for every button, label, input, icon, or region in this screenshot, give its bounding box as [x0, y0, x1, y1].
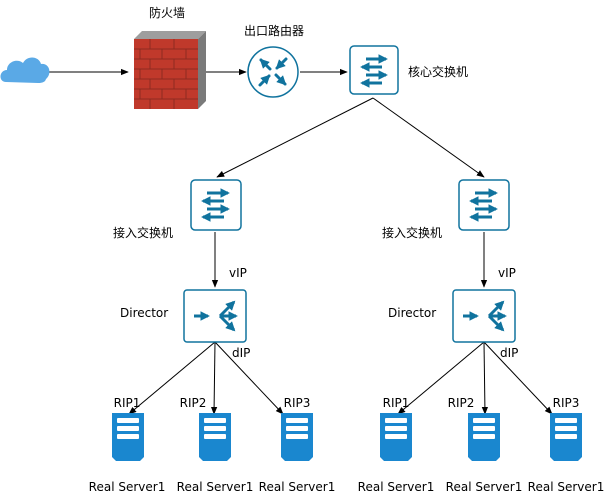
rip-label: RIP2 — [447, 396, 475, 410]
firewall-label: 防火墙 — [148, 6, 186, 20]
edge-core-access-right — [372, 97, 485, 178]
server-icon — [468, 413, 500, 461]
server-label: Real Server1 — [258, 480, 336, 494]
server-label: Real Server1 — [176, 480, 254, 494]
servers — [112, 413, 582, 461]
edge-director-server-1 — [128, 341, 216, 415]
edge-core-access-left — [216, 97, 374, 178]
director-left-label: Director — [120, 306, 169, 320]
switch-icon — [190, 179, 242, 231]
rip-label: RIP1 — [382, 396, 410, 410]
vip-right-label: vIP — [498, 266, 516, 280]
server-icon — [199, 413, 231, 461]
edge-director-server-2 — [210, 341, 218, 415]
edge-director-server-4 — [397, 341, 485, 415]
cloud-icon — [0, 57, 50, 83]
rip-label: RIP3 — [283, 396, 311, 410]
core-switch-label: 核心交换机 — [408, 65, 469, 79]
switch-icon — [458, 179, 510, 231]
edge-director-server-6 — [483, 341, 553, 415]
edge-director-server-3 — [214, 341, 284, 415]
server-label: Real Server1 — [357, 480, 435, 494]
server-label: Real Server1 — [445, 480, 523, 494]
server-label: Real Server1 — [527, 480, 605, 494]
router-label: 出口路由器 — [243, 24, 305, 38]
switch-icon — [349, 45, 399, 95]
connectors — [48, 68, 553, 415]
load-balancer-icon — [183, 289, 247, 343]
server-icon — [112, 413, 144, 461]
access-switch-left-label: 接入交换机 — [113, 226, 174, 240]
server-label: Real Server1 — [88, 480, 166, 494]
server-icon — [281, 413, 313, 461]
load-balancer-icon — [452, 289, 516, 343]
rip-label: RIP3 — [552, 396, 580, 410]
rip-label: RIP2 — [179, 396, 207, 410]
server-icon — [550, 413, 582, 461]
director-right-label: Director — [388, 306, 437, 320]
access-switch-right-label: 接入交换机 — [382, 226, 443, 240]
edge-director-server-5 — [481, 341, 489, 415]
router-icon — [247, 46, 299, 98]
dip-left-label: dIP — [232, 346, 251, 360]
rip-label: RIP1 — [113, 396, 141, 410]
dip-right-label: dIP — [500, 346, 519, 360]
server-icon — [380, 413, 412, 461]
firewall-icon — [134, 31, 206, 109]
vip-left-label: vIP — [229, 266, 247, 280]
